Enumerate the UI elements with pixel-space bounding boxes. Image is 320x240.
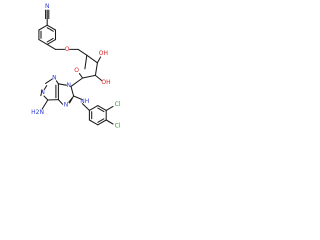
ether-oxygen-label: O [65,46,70,53]
hydroxyl-right-label: OH [101,79,110,86]
purine-n3-label: N [40,89,45,96]
amine-h2n-label: H2N [31,109,44,116]
chlorine-lower-label: Cl [115,122,121,129]
purine-n1-label: N [52,74,57,81]
chlorine-upper-label: Cl [115,101,121,108]
amine-substituents [41,95,90,111]
purine-pyrimidine-ring [40,78,59,101]
amine-nh-label: NH [80,98,89,105]
purine-n7-label: N [64,101,69,108]
benzonitrile-ring [38,24,57,45]
nitrile-group [45,9,50,26]
chemical-structure-diagram: N O O OH OH N N N N H2N NH Cl Cl [31,3,121,129]
purine-imidazole-ring [57,83,75,105]
purine-n9-label: N [67,82,72,89]
hydroxyl-top-label: OH [99,50,108,57]
dichlorophenyl-ring [88,105,114,126]
nitrile-nitrogen-label: N [45,3,50,10]
ribose-ring [70,54,103,87]
ribose-oxygen-label: O [74,67,79,74]
benzyl-ether-linker [46,43,88,56]
